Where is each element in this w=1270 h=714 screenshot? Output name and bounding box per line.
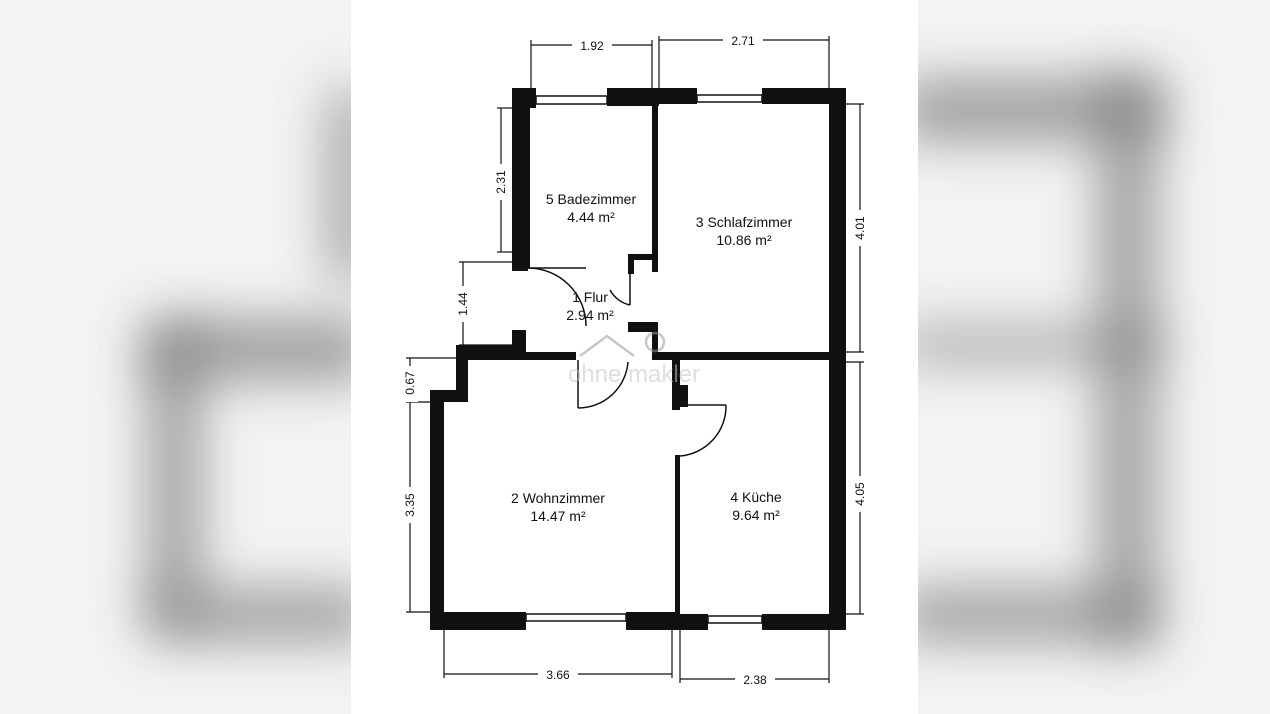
dim-top-bad: 1.92 (580, 39, 604, 53)
dim-bottom-kueche: 2.38 (743, 673, 767, 687)
wall-wohn-bottom-left (430, 612, 526, 630)
room-bad-name: 5 Badezimmer (546, 191, 637, 207)
pin-icon (644, 331, 666, 353)
doors (527, 260, 727, 457)
wall-bad-topleft-corner (512, 88, 536, 108)
house-roof-icon (579, 334, 635, 358)
window-bad (535, 95, 608, 105)
dim-left-bad: 2.31 (494, 170, 508, 194)
door-schlaf-arc (609, 289, 631, 306)
watermark-text: ohne makler (568, 361, 700, 388)
room-kueche-name: 4 Küche (730, 489, 782, 505)
wall-flur-right-post (652, 322, 658, 360)
windows (525, 94, 763, 624)
room-bad-area: 4.44 m² (567, 209, 615, 225)
room-flur-area: 2.94 m² (566, 307, 614, 323)
wall-wohn-top-left (456, 352, 576, 360)
wall-kueche-bottom-right (762, 614, 846, 630)
wall-wohn-bottom-right (626, 612, 680, 630)
room-schlaf-area: 10.86 m² (716, 232, 772, 248)
door-bad-arc (527, 267, 587, 327)
wall-bad-schlaf (652, 100, 658, 272)
room-wohn-area: 14.47 m² (530, 508, 586, 524)
window-wohn (525, 613, 627, 622)
wall-bad-left (512, 88, 530, 268)
walls (430, 88, 846, 630)
wall-wohn-left (430, 390, 444, 630)
wall-wohn-step-vert (456, 352, 468, 400)
dim-left-wohn: 3.35 (403, 493, 417, 517)
wall-wohn-kueche-top (656, 352, 846, 360)
room-wohn-name: 2 Wohnzimmer (511, 490, 605, 506)
wall-bad-bottom-left (512, 255, 528, 271)
dim-right-kueche: 4.05 (853, 482, 867, 506)
wall-schlaf-top-right (762, 88, 846, 104)
room-labels: 5 Badezimmer 4.44 m² 3 Schlafzimmer 10.8… (511, 191, 793, 524)
wall-wohn-kueche-lower (675, 455, 680, 630)
dimension-labels: 1.92 2.71 2.31 1.44 0.67 3.35 4.01 4.05 … (402, 33, 868, 687)
room-flur-name: 1 Flur (572, 289, 608, 305)
dim-right-schlaf: 4.01 (853, 216, 867, 240)
window-schlaf (696, 94, 763, 103)
room-schlaf-name: 3 Schlafzimmer (696, 214, 793, 230)
room-kueche-area: 9.64 m² (732, 507, 780, 523)
dim-bottom-wohn: 3.66 (546, 668, 570, 682)
wall-flur-right-lower (628, 322, 658, 332)
dim-left-step: 0.67 (403, 371, 417, 395)
door-wohn-arc (577, 361, 629, 409)
wall-top-mid (607, 88, 659, 106)
dim-top-schlaf: 2.71 (731, 34, 755, 48)
wall-kueche-door-jamb (680, 385, 688, 407)
wall-schlaf-top-left (659, 88, 697, 104)
watermark: ohne makler (568, 331, 700, 388)
wall-bad-bottom-right (628, 254, 658, 260)
wall-flur-left-post (512, 330, 526, 355)
door-kueche-arc (679, 404, 727, 457)
wall-kueche-bottom-left (680, 614, 708, 630)
wall-flur-right-jamb (628, 254, 634, 274)
window-kueche (707, 615, 763, 624)
dim-left-flur: 1.44 (456, 292, 470, 316)
wall-wohn-kueche-upper (672, 360, 680, 410)
